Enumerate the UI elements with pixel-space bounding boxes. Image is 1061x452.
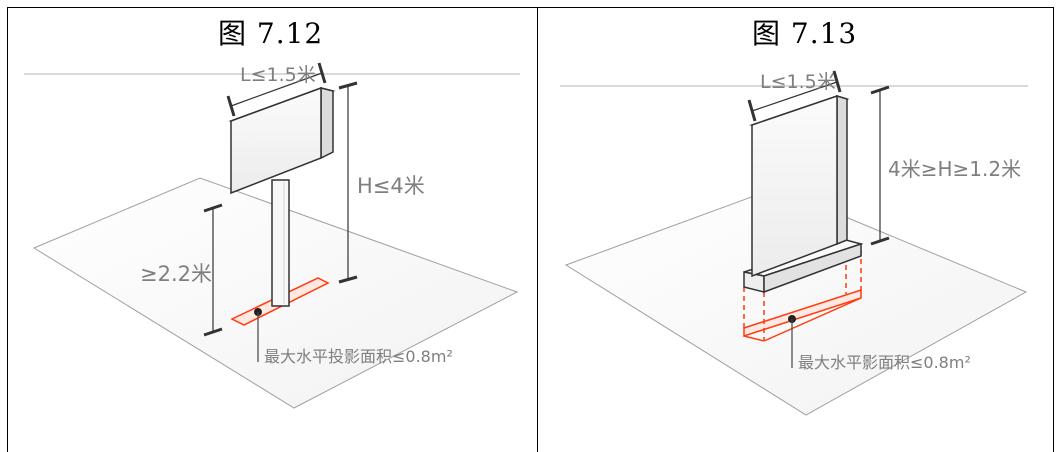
figure-title-right: 图 7.13 xyxy=(752,17,858,50)
sign-post xyxy=(271,179,290,307)
figure-left: L≤1.5米 H≤4米 ≥2.2米 最大水平投影面积≤0.8m² xyxy=(24,62,520,409)
clearance-dim-label: ≥2.2米 xyxy=(140,262,212,286)
footprint-label-right: 最大水平影面积≤0.8m² xyxy=(798,353,971,372)
table-border-left xyxy=(7,7,8,452)
table-border-top xyxy=(7,7,1054,8)
footprint-label-left: 最大水平投影面积≤0.8m² xyxy=(264,347,453,366)
height-dim-label-left: H≤4米 xyxy=(357,174,425,198)
monument-panel-front xyxy=(751,94,838,278)
monument-base-side xyxy=(763,242,862,294)
width-dim-line-right xyxy=(751,81,838,112)
width-dim-label-left: L≤1.5米 xyxy=(240,64,316,86)
table-border-right xyxy=(1053,7,1054,452)
width-dim-line-left xyxy=(230,72,323,107)
figure-right: L≤1.5米 4米≥H≥1.2米 最大水平影面积≤0.8m² xyxy=(560,70,1028,416)
table-border-middle xyxy=(537,7,538,452)
width-dim-label-right: L≤1.5米 xyxy=(760,71,836,93)
sign-panel-side xyxy=(320,87,334,160)
sign-panel-front xyxy=(230,86,322,195)
height-dim-label-right: 4米≥H≥1.2米 xyxy=(888,157,1021,181)
figure-title-left: 图 7.12 xyxy=(218,17,324,50)
monument-panel-side xyxy=(836,94,848,246)
ground-plate-right xyxy=(564,187,1028,416)
